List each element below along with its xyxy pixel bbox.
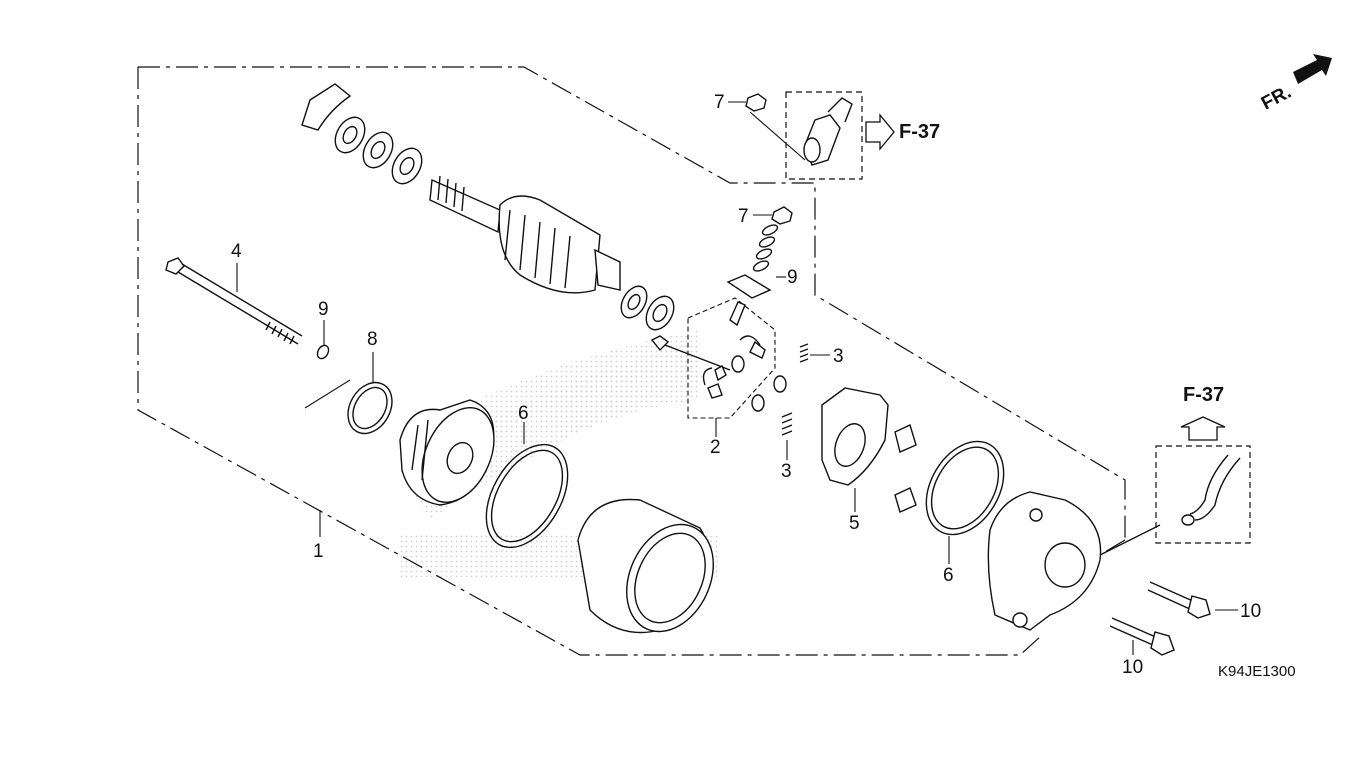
callout-5: 5: [849, 513, 860, 534]
rear-cover: [987, 491, 1102, 631]
reference-label-top: F-37: [899, 121, 941, 143]
brush-terminal: [650, 301, 787, 412]
front-direction-arrow: [1293, 54, 1332, 84]
cable-box: [1155, 445, 1251, 544]
long-bolt: [165, 257, 303, 345]
callout-2: 2: [710, 437, 721, 458]
callout-6-left: 6: [518, 403, 529, 424]
armature-washers: [620, 285, 675, 331]
reference-label-right: F-37: [1183, 384, 1225, 406]
callout-9-right: 9: [787, 267, 798, 288]
yoke-housing: [577, 498, 714, 634]
nut-7-middle: [771, 206, 793, 225]
washer-9-right: [726, 274, 772, 299]
callout-7-middle: 7: [738, 206, 749, 227]
bolt-10-lower: [1109, 617, 1175, 656]
callout-6-right: 6: [943, 565, 954, 586]
lock-washer: [301, 83, 352, 131]
ref-arrow-top: [865, 113, 895, 151]
gasket-6-right: [925, 440, 1005, 536]
spring-3-bottom: [781, 412, 793, 436]
callout-10-upper: 10: [1240, 601, 1262, 622]
relay-box: [785, 91, 863, 180]
callout-3-bottom: 3: [781, 461, 792, 482]
callout-7-top: 7: [714, 92, 725, 113]
diagram-code: K94JE1300: [1218, 663, 1296, 680]
callout-3-top: 3: [833, 346, 844, 367]
relay-part: [803, 97, 853, 166]
callout-10-lower: 10: [1122, 657, 1144, 678]
armature: [429, 175, 621, 294]
starter-cable: [1099, 454, 1241, 556]
brush-holder-outline: [687, 297, 776, 419]
o-ring-8: [347, 381, 393, 435]
front-cover: [399, 399, 495, 506]
leader-lines: [236, 101, 1238, 655]
gasket-6-left: [485, 443, 569, 549]
brush-holder-5: [821, 387, 917, 513]
callout-4: 4: [231, 241, 242, 262]
nut-7-top: [745, 93, 767, 112]
ref-arrow-right: [1180, 416, 1226, 441]
callout-9-left: 9: [318, 299, 329, 320]
bolt-10-upper: [1147, 581, 1211, 619]
washer-9-left: [316, 344, 330, 360]
washer-stack: [752, 224, 779, 272]
spring-3-top: [799, 343, 809, 363]
callout-8: 8: [367, 329, 378, 350]
thrust-washers: [334, 116, 423, 185]
assembly-boundary: [137, 66, 1126, 656]
callout-1: 1: [313, 541, 324, 562]
